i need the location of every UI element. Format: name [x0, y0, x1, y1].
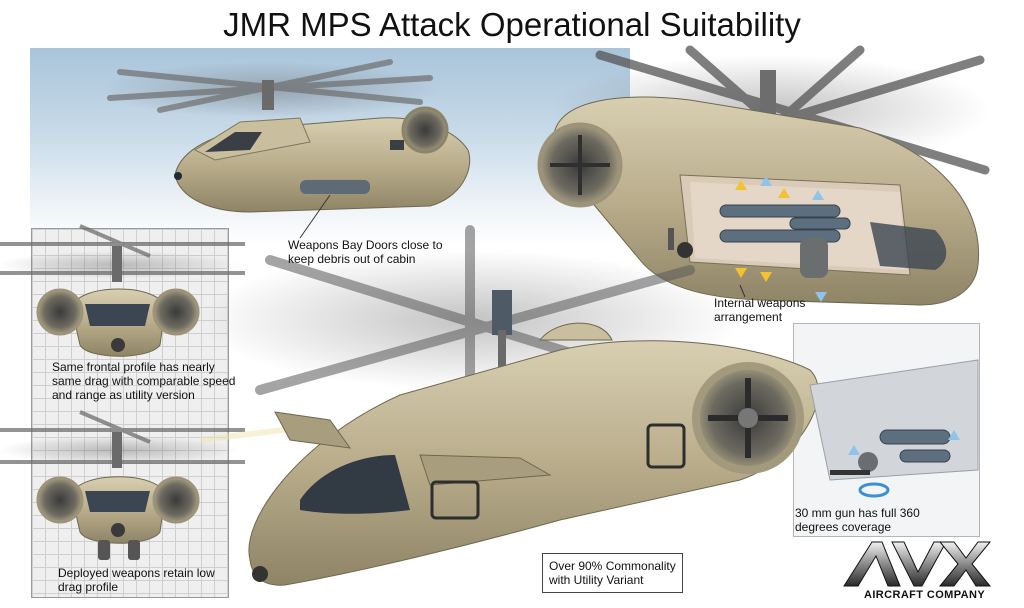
- helicopter-main: [199, 225, 841, 586]
- caption-line: degrees coverage: [795, 520, 892, 534]
- avx-logo: [843, 541, 992, 587]
- page-title: JMR MPS Attack Operational Suitability: [223, 6, 801, 43]
- caption-line: drag profile: [58, 580, 119, 594]
- helicopter-cutaway: [537, 45, 990, 306]
- caption-line: with Utility Variant: [549, 573, 644, 587]
- caption-line: Internal weapons: [714, 296, 806, 310]
- caption-frontal-profile: Same frontal profile has nearly same dra…: [52, 360, 235, 402]
- caption-line: Over 90% Commonality: [549, 559, 676, 573]
- caption-line: 30 mm gun has full 360: [795, 506, 920, 520]
- caption-line: Deployed weapons retain low: [58, 566, 215, 580]
- caption-commonality: Over 90% Commonality with Utility Varian…: [542, 553, 683, 593]
- caption-gun-coverage: 30 mm gun has full 360 degrees coverage: [795, 506, 920, 534]
- caption-weapons-bay-doors: Weapons Bay Doors close to keep debris o…: [288, 238, 443, 266]
- helicopter-top-left: [100, 59, 471, 213]
- front-view-clean: [0, 224, 245, 357]
- caption-line: keep debris out of cabin: [288, 252, 416, 266]
- front-view-weapons-deployed: [0, 410, 245, 560]
- logo-company-name: AIRCRAFT COMPANY: [864, 589, 986, 601]
- caption-line: Same frontal profile has nearly: [52, 360, 215, 374]
- caption-line: same drag with comparable speed: [52, 374, 236, 388]
- caption-internal-weapons: Internal weapons arrangement: [714, 296, 805, 324]
- caption-line: arrangement: [714, 310, 783, 324]
- caption-line: and range as utility version: [52, 388, 195, 402]
- caption-deployed-weapons: Deployed weapons retain low drag profile: [58, 566, 215, 594]
- gun-detail-illustration: [809, 359, 979, 498]
- caption-line: Weapons Bay Doors close to: [288, 238, 443, 252]
